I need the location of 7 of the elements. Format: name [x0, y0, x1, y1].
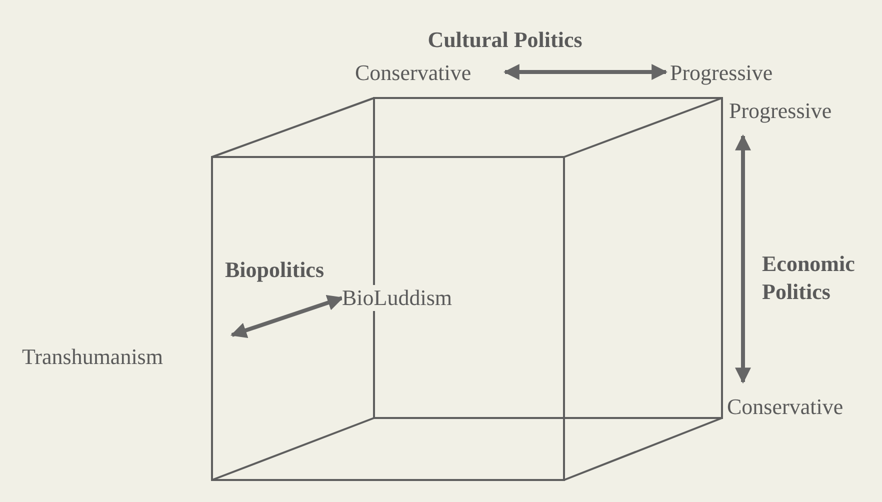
axis-title: Economic Politics: [762, 250, 856, 306]
double-arrow: [230, 295, 344, 338]
double-arrow: [735, 134, 751, 384]
axis-title: Cultural Politics: [426, 26, 584, 54]
double-arrow: [503, 64, 668, 80]
axis-title: Biopolitics: [225, 256, 326, 284]
axis-end-label: BioLuddism: [342, 285, 452, 311]
